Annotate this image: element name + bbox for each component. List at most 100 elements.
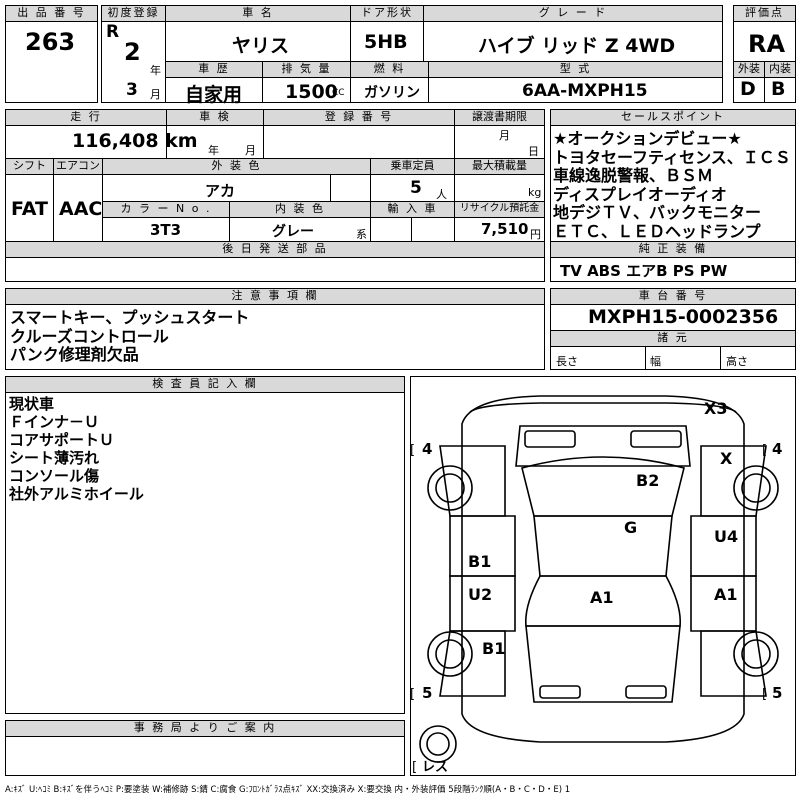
taillight-right xyxy=(625,685,667,699)
sales-line: ★オークションデビュー★ xyxy=(553,129,742,148)
chassis-label: 車 台 番 号 xyxy=(550,288,796,305)
import-label: 輸 入 車 xyxy=(370,201,455,218)
inspector-line: シート薄汚れ xyxy=(9,449,100,467)
inspector-line: Ｆインナ－Ｕ xyxy=(9,413,100,431)
damage-mark: B1 xyxy=(468,552,491,571)
sales-line: ディスプレイオーディオ xyxy=(553,184,727,204)
color-no-label: カ ラ ー N o . xyxy=(102,201,230,218)
sales-lines: ★オークションデビュー★ トヨタセーフティセンス、ＩＣＳ 車線逸脱警報、ＢＳＭ … xyxy=(553,129,791,241)
interior-label: 内 装 色 xyxy=(229,201,371,218)
era: R xyxy=(106,22,120,42)
sales-line: トヨタセーフティセンス、ＩＣＳ xyxy=(553,147,791,167)
inspection-month-unit: 月 xyxy=(245,144,256,157)
capacity-unit: 人 xyxy=(436,188,447,201)
capacity: 5 xyxy=(410,178,422,198)
tire-front-left xyxy=(427,465,473,511)
equip-cell xyxy=(550,257,796,282)
note-line: スマートキー、プッシュスタート xyxy=(10,308,250,327)
bracket-rr: [ xyxy=(762,687,767,702)
bracket-rl: [ xyxy=(410,687,415,702)
model: 6AA-MXPH15 xyxy=(522,81,648,101)
score: RA xyxy=(748,30,786,58)
inspector-line: コアサポートＵ xyxy=(9,431,115,449)
history-label: 車 歴 xyxy=(165,61,263,78)
width-label: 幅 xyxy=(650,355,661,368)
damage-mark: U2 xyxy=(468,585,492,604)
sales-line: 車線逸脱警報、ＢＳＭ xyxy=(553,166,714,185)
grade: ハイブ リッド Z 4WD xyxy=(478,35,676,57)
notes-label: 注 意 事 項 欄 xyxy=(5,288,545,305)
tire-label: 4 xyxy=(422,440,432,458)
tire-front-right xyxy=(733,465,779,511)
reg-no-label: 登 録 番 号 xyxy=(263,109,455,126)
transfer-label: 譲渡書期限 xyxy=(454,109,545,126)
damage-mark: B2 xyxy=(636,471,659,490)
lot-no: 263 xyxy=(25,28,76,56)
transfer-day-unit: 日 xyxy=(528,145,539,158)
year-unit: 年 xyxy=(150,64,161,77)
car-name: ヤリス xyxy=(232,35,290,57)
damage-mark: U4 xyxy=(714,527,738,546)
mileage-label: 走 行 xyxy=(5,109,167,126)
load-label: 最大積載量 xyxy=(454,158,545,175)
month-unit: 月 xyxy=(150,88,161,101)
right-door-front xyxy=(690,515,757,577)
sales-label: セールスポイント xyxy=(550,109,796,126)
load-unit: kg xyxy=(528,186,542,199)
int-label: 内装 xyxy=(764,61,796,78)
car-diagram: 4 4 5 5 レス [ [ [ [ [ X3 X B2 G B1 U4 U2 … xyxy=(410,395,782,775)
inspection-label: 車 検 xyxy=(166,109,264,126)
sales-line: 地デジＴＶ、バックモニター xyxy=(553,203,762,222)
tire-rear-left xyxy=(427,631,473,677)
sales-line: ＥＴＣ、ＬＥＤヘッドランプ xyxy=(553,221,761,241)
ac: AAC xyxy=(59,198,103,220)
color-label: 外 装 色 xyxy=(102,158,371,175)
import-cell xyxy=(370,217,455,242)
model-cell xyxy=(428,77,723,103)
spare-label: レス xyxy=(422,760,448,775)
ac-label: エアコン xyxy=(53,158,103,175)
notes-lines: スマートキー、プッシュスタート クルーズコントロール パンク修理剤欠品 xyxy=(10,308,250,365)
fuel-label: 燃 料 xyxy=(350,61,429,78)
interior-suffix: 系 xyxy=(356,228,367,241)
recycle-unit: 円 xyxy=(530,228,541,241)
dims-height-cell xyxy=(720,346,796,370)
history: 自家用 xyxy=(185,84,243,106)
car-body-outline xyxy=(461,395,745,743)
damage-mark: B1 xyxy=(482,639,505,658)
note-line: パンク修理剤欠品 xyxy=(10,345,139,364)
inspector-line: 社外アルミホイール xyxy=(9,485,144,503)
chassis-no: MXPH15-0002356 xyxy=(588,306,779,328)
score-label: 評価点 xyxy=(733,5,796,22)
grade-label: グ レ ー ド xyxy=(423,5,723,22)
color: アカ xyxy=(205,182,236,200)
inspector-box xyxy=(5,392,405,714)
windshield xyxy=(521,456,685,517)
dims-label: 諸 元 xyxy=(550,330,796,347)
car-diagram-box xyxy=(410,376,796,776)
first-reg-label: 初度登録 xyxy=(101,5,166,22)
length-label: 長さ xyxy=(556,355,578,368)
displacement-label: 排 気 量 xyxy=(262,61,351,78)
later-parts-cell xyxy=(5,257,545,282)
fuel: ガソリン xyxy=(364,85,420,101)
damage-mark: X xyxy=(720,449,733,468)
tire-label: 4 xyxy=(772,440,782,458)
office-box xyxy=(5,736,405,776)
lot-no-label: 出 品 番 号 xyxy=(5,5,98,22)
shift: FAT xyxy=(11,198,48,220)
roof xyxy=(533,515,673,577)
color-no: 3T3 xyxy=(150,221,182,239)
inspector-line: 現状車 xyxy=(9,395,55,413)
bracket-fl: [ xyxy=(410,443,415,458)
int-grade: B xyxy=(771,78,786,100)
bracket-fr: [ xyxy=(762,443,767,458)
damage-mark: G xyxy=(624,518,637,537)
month-num: 3 xyxy=(126,80,138,100)
interior: グレー xyxy=(272,224,314,240)
note-line: クルーズコントロール xyxy=(10,326,169,346)
year-num: 2 xyxy=(124,38,141,66)
door-label: ドア形状 xyxy=(350,5,424,22)
capacity-label: 乗車定員 xyxy=(370,158,455,175)
tire-label: 5 xyxy=(422,684,432,702)
